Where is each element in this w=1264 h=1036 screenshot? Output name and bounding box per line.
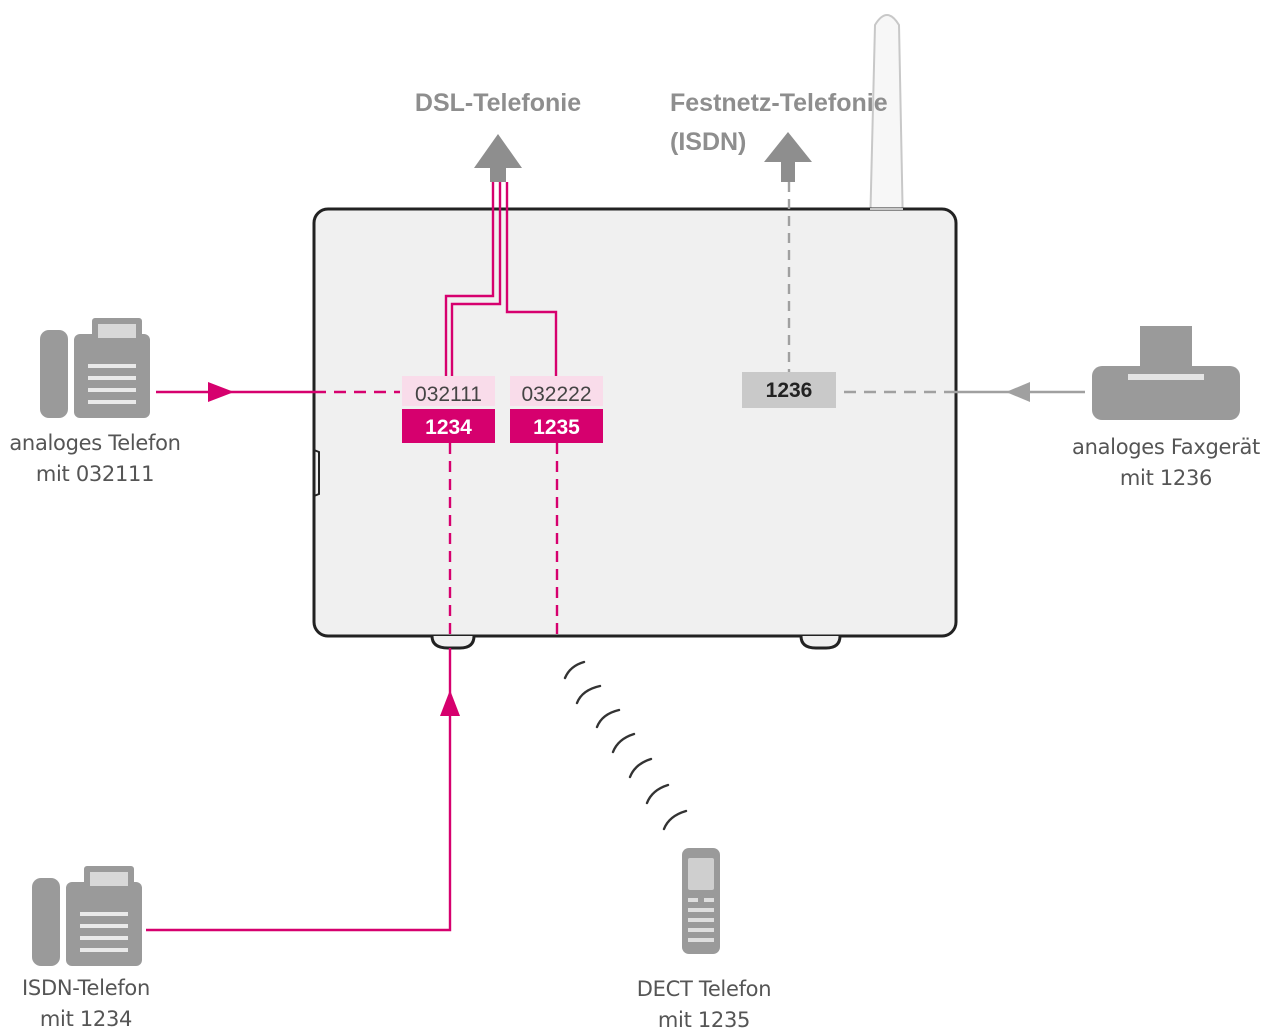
desk-phone-icon (40, 318, 150, 418)
fax-label: analoges Faxgerät mit 1236 (1068, 432, 1264, 494)
isdn-phone-line (146, 648, 460, 932)
isdn-phone-label: ISDN-Telefon mit 1234 (0, 973, 172, 1035)
port1-msn: 1234 (425, 416, 472, 439)
fax-line (838, 382, 1085, 402)
port-2 (510, 376, 603, 443)
isdn-arrow (764, 132, 812, 182)
isdn-phone-label-line1: ISDN-Telefon (22, 976, 150, 1000)
analog-phone-label-line1: analoges Telefon (9, 431, 181, 455)
cordless-phone-icon (682, 848, 720, 954)
isdn-phone-label-line2: mit 1234 (39, 1007, 133, 1031)
router-antenna (868, 14, 905, 240)
router-foot-left (430, 635, 476, 650)
port2-number: 032222 (521, 383, 591, 406)
festnetz-label-line2: (ISDN) (670, 128, 746, 156)
port2-msn: 1235 (533, 416, 580, 439)
desk-phone-icon (32, 866, 142, 966)
fax-machine-icon (1092, 326, 1240, 420)
port1-number: 032111 (415, 383, 482, 406)
radio-waves (563, 660, 688, 831)
port3-msn: 1236 (766, 379, 813, 402)
dect-phone-label: DECT Telefon mit 1235 (604, 974, 804, 1036)
analog-phone-label: analoges Telefon mit 032111 (0, 428, 190, 490)
dect-phone-label-line1: DECT Telefon (636, 977, 772, 1001)
dect-phone-label-line2: mit 1235 (657, 1008, 751, 1032)
analog-phone-line (156, 382, 400, 402)
fax-label-line1: analoges Faxgerät (1072, 435, 1260, 459)
analog-phone-label-line2: mit 032111 (35, 462, 155, 486)
fax-label-line2: mit 1236 (1119, 466, 1213, 490)
router-foot-right (799, 635, 842, 650)
port-1 (402, 376, 495, 443)
dsl-lines (444, 182, 558, 378)
dsl-label: DSL-Telefonie (415, 89, 581, 117)
festnetz-label-line1: Festnetz-Telefonie (670, 89, 888, 117)
router-body (312, 207, 958, 638)
port-3 (742, 372, 836, 408)
dsl-arrow (474, 134, 522, 182)
router-side-notch (313, 449, 320, 497)
